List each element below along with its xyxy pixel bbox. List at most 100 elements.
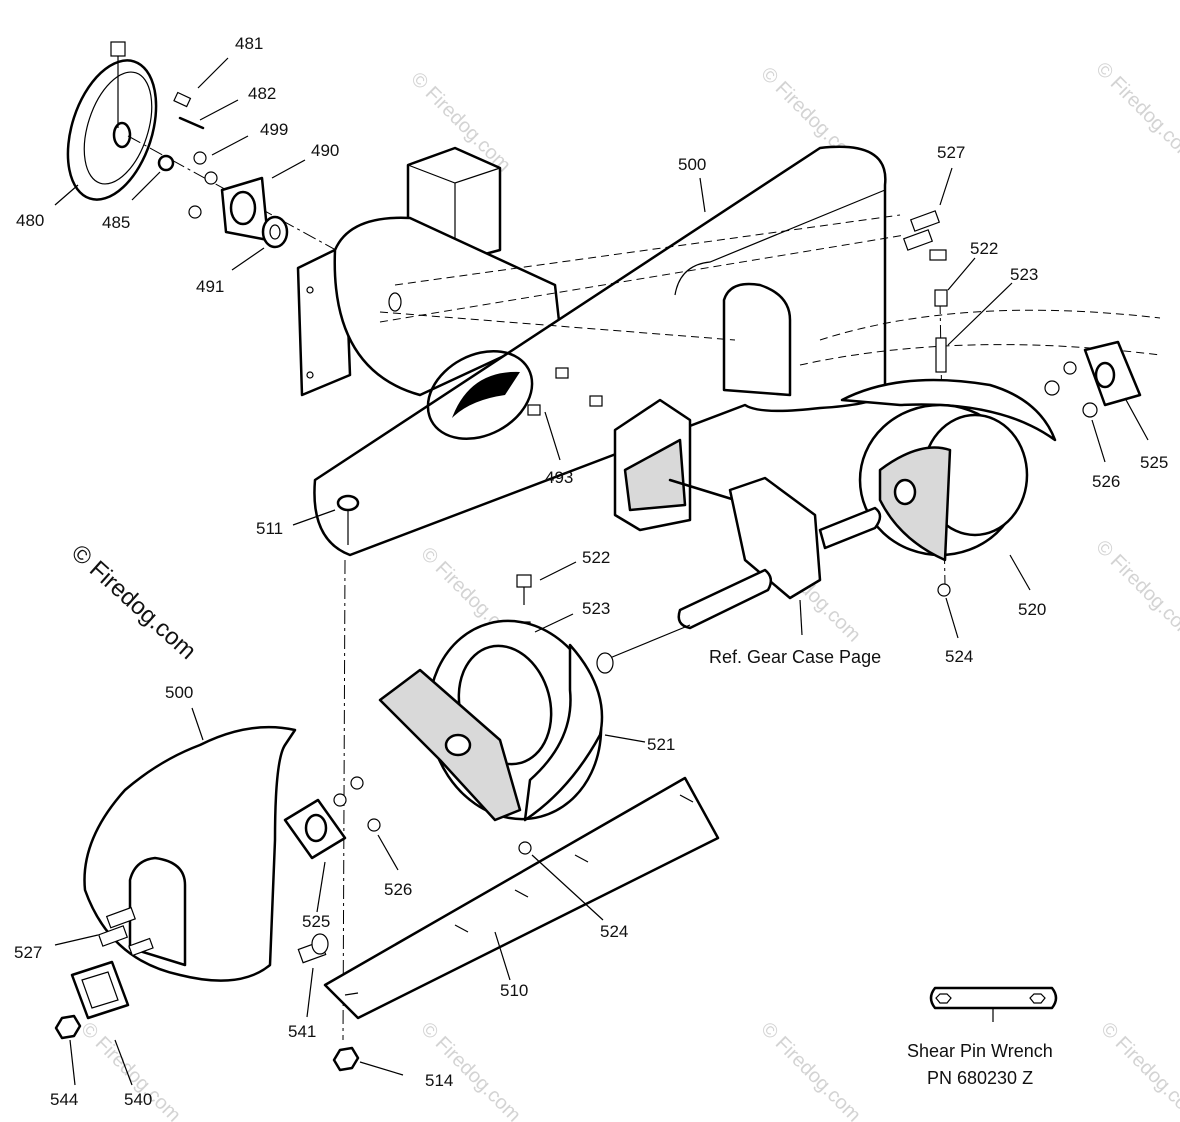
bolt-481 — [110, 41, 126, 57]
housing-side-500 — [54, 725, 381, 1040]
callout-500: 500 — [165, 683, 193, 702]
watermark-text: © Firedog.com — [416, 1018, 525, 1122]
leader — [604, 734, 646, 743]
auger-520 — [840, 378, 1057, 597]
leader — [1124, 397, 1149, 441]
bolt-head — [929, 249, 947, 261]
auger-hub — [893, 478, 917, 506]
shaft-line — [604, 624, 691, 661]
callout-527: 527 — [14, 943, 42, 962]
bolt-493 — [527, 404, 541, 416]
bolt-527 — [105, 906, 136, 929]
leader — [54, 184, 79, 206]
bolt-493 — [589, 395, 603, 407]
washer — [1063, 361, 1077, 375]
callout-544: 544 — [50, 1090, 78, 1109]
callout-485: 485 — [102, 213, 130, 232]
bolt-527 — [909, 210, 941, 232]
leader — [211, 135, 249, 156]
key-482 — [178, 116, 205, 130]
auger-path — [819, 309, 1161, 341]
alignment-line — [394, 214, 901, 286]
callout-490: 490 — [311, 141, 339, 160]
scraper-bar-510 — [323, 776, 720, 1072]
auger-hub — [444, 733, 472, 757]
callout-521: 521 — [647, 735, 675, 754]
leader — [69, 1039, 76, 1086]
leader — [199, 99, 239, 121]
callout-525: 525 — [1140, 453, 1168, 472]
bolt-527 — [97, 925, 129, 947]
shear-pin-wrench — [929, 986, 1058, 1022]
leader — [114, 1039, 133, 1086]
leader — [231, 247, 265, 271]
pulley-hub — [112, 121, 132, 149]
gear-case-reference-note: Ref. Gear Case Page — [709, 647, 881, 667]
pulley-480 — [66, 59, 158, 201]
callout-480: 480 — [16, 211, 44, 230]
callout-527: 527 — [937, 143, 965, 162]
drum-body — [333, 216, 562, 397]
callout-491: 491 — [196, 277, 224, 296]
bolt-527 — [902, 229, 934, 251]
leader — [271, 159, 306, 179]
flange-bearing — [304, 813, 328, 843]
leader — [1091, 419, 1106, 463]
opening-shadow — [452, 371, 520, 418]
leader — [939, 167, 953, 206]
callout-500: 500 — [678, 155, 706, 174]
slot — [454, 924, 469, 933]
shaft-centerline — [127, 135, 346, 256]
bearing-bore — [269, 224, 281, 240]
watermark-main: © Firedog.com — [66, 539, 201, 665]
shell-edge — [674, 189, 886, 296]
auger-housing-500-upper — [296, 145, 887, 557]
slot — [679, 794, 694, 803]
leader-gear-case — [799, 599, 803, 636]
callout-541: 541 — [288, 1022, 316, 1041]
wrench-part-number-note: PN 680230 Z — [927, 1068, 1033, 1088]
auger-path — [799, 344, 1161, 366]
leader — [197, 57, 229, 89]
leader — [699, 177, 706, 213]
washer — [333, 793, 347, 807]
carriage-bolt-511 — [336, 494, 360, 512]
leader — [306, 967, 314, 1018]
screw-head — [173, 91, 192, 108]
auger-blade — [840, 378, 1057, 442]
skid-slot — [81, 971, 119, 1009]
leader — [292, 509, 336, 526]
leader — [945, 597, 959, 639]
alignment-line — [379, 311, 736, 341]
shaft — [668, 478, 737, 502]
nut — [193, 151, 207, 165]
leader — [539, 561, 577, 581]
gear-case — [613, 398, 882, 636]
slot — [514, 889, 529, 898]
callout-labels: 481 482 499 490 480 485 491 500 527 522 … — [14, 34, 1168, 1109]
alignment-line — [379, 234, 906, 323]
plate-hole — [306, 286, 314, 294]
callout-525: 525 — [302, 912, 330, 931]
nut — [204, 171, 218, 185]
watermark-text: © Firedog.com — [756, 1018, 865, 1122]
callout-524: 524 — [600, 922, 628, 941]
callout-524: 524 — [945, 647, 973, 666]
bolt-527 — [128, 937, 154, 957]
callout-481: 481 — [235, 34, 263, 53]
callout-540: 540 — [124, 1090, 152, 1109]
pulley-assembly — [66, 41, 346, 256]
side-plate-bearing-seat — [722, 282, 792, 397]
leader — [947, 257, 976, 291]
washer-485 — [157, 154, 175, 172]
slot — [574, 854, 589, 863]
flange-bore — [229, 190, 257, 226]
slot — [344, 992, 359, 996]
bolt-head — [311, 933, 329, 955]
leader — [191, 707, 204, 741]
shear-bolt-522 — [934, 289, 948, 307]
nut — [350, 776, 364, 790]
nut — [1044, 380, 1060, 396]
leader — [1009, 554, 1031, 591]
callout-510: 510 — [500, 981, 528, 1000]
